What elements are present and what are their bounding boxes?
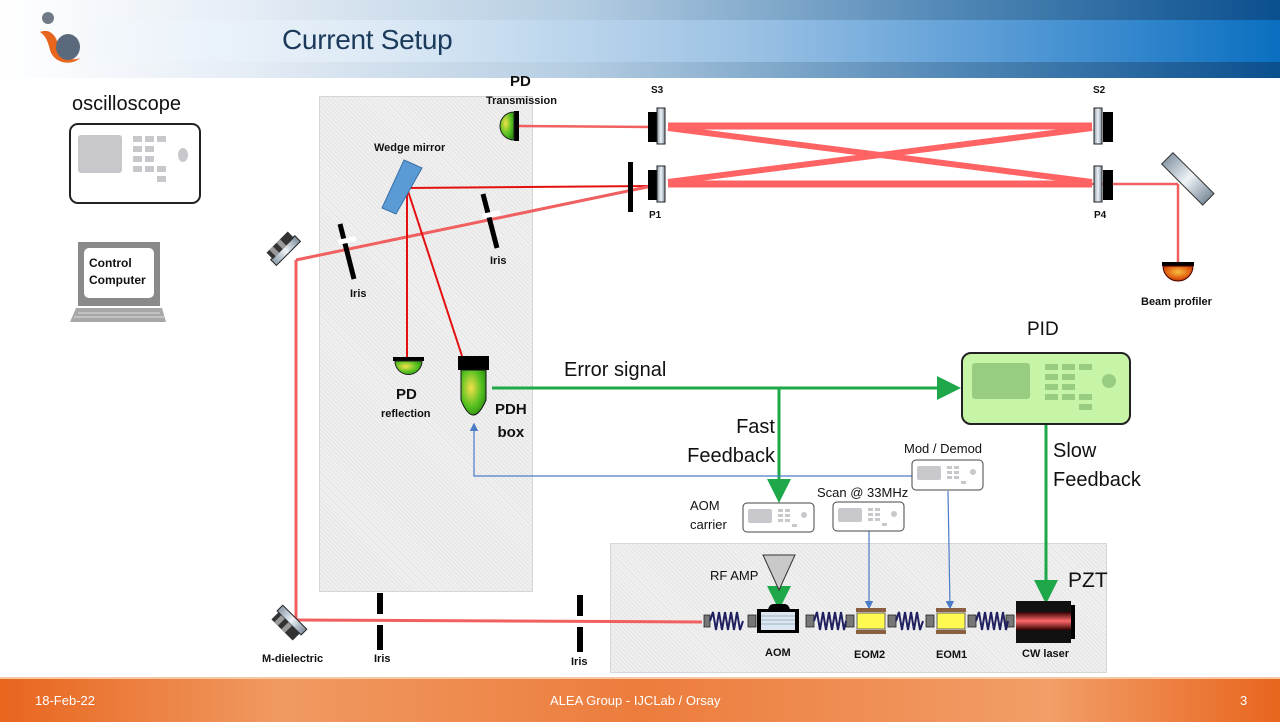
fiber-chain [703,601,1075,643]
iris-p1-icon [628,162,633,212]
scan-label: Scan @ 33MHz [817,485,909,500]
aom-label: AOM [765,647,791,659]
aom-carrier-generator-icon [742,502,815,533]
eom2-icon [856,608,886,634]
eom1-label: EOM1 [936,649,968,661]
beam-p1-s2 [667,125,1093,185]
beam-to-pdh [406,187,463,357]
beam-profiler-label: Beam profiler [1141,296,1212,308]
mod-to-eom1-line [945,490,955,610]
slow-feedback-line1: Slow [1053,440,1097,462]
oscilloscope-label: oscilloscope [72,93,181,115]
pd-transmission-icon [499,111,515,141]
steering-mirror-top-icon [266,231,302,267]
error-signal-label: Error signal [564,359,667,381]
mod-demod-label: Mod / Demod [904,441,983,456]
computer-label: Control Computer [89,255,146,289]
page-title: Current Setup [282,24,453,55]
fiber-coil-4 [975,611,1009,631]
iris-bottom2-label: Iris [571,656,588,668]
fast-feedback-line2: Feedback [687,445,775,467]
pd-reflection-icon [394,360,423,375]
cavity-beams [667,122,1093,188]
iris-center-label: Iris [490,255,507,267]
pdh-box-label: PDH box [495,398,527,444]
aom-icon [757,604,799,633]
slow-feedback-line2: Feedback [1053,469,1141,491]
iris-bottom1-icon [377,593,383,614]
slide-footer: 18-Feb-22 ALEA Group - IJCLab / Orsay 3 [0,677,1280,722]
beam-input [295,184,653,262]
eom2-label: EOM2 [854,649,886,661]
ijclab-logo-icon [40,12,80,63]
fiber-coil-2 [813,611,847,631]
pdh-box-icon [460,369,487,416]
m-dielectric-label: M-dielectric [262,653,324,665]
mirror-p1-icon [648,165,666,203]
beam-bottom [295,618,703,624]
s3-label: S3 [651,85,664,96]
pd-reflection-label: reflection [381,408,431,420]
footer-date: 18-Feb-22 [35,693,95,708]
computer-label-line2: Computer [89,273,146,287]
m-dielectric-icon [271,604,308,641]
eom1-icon [936,608,966,634]
wedge-mirror-label: Wedge mirror [374,142,446,154]
computer-icon [70,242,166,322]
beam-profiler-icon [1162,265,1194,282]
demod-to-pdh-line [469,422,917,477]
mirror-s2-icon [1093,107,1113,145]
iris-left-icon [337,223,357,280]
iris-center-icon [480,193,500,249]
footer-organization: ALEA Group - IJCLab / Orsay [550,693,721,708]
detection-breadboard [319,96,533,592]
iris-left-label: Iris [350,288,367,300]
iris-bottom1-label: Iris [374,653,391,665]
pid-label: PID [1027,319,1059,340]
beam-transmission [517,124,653,129]
s2-label: S2 [1093,85,1106,96]
pdh-box-label-line2: box [497,424,525,441]
scan-generator-icon [832,501,905,532]
oscilloscope-icon [69,123,201,204]
beam-reflection [406,185,653,189]
slow-feedback-label: Slow Feedback [1053,437,1141,495]
fast-feedback-label: Fast Feedback [681,413,775,471]
fold-mirror-icon [1160,151,1215,206]
pd-reflection-title: PD [396,386,417,403]
p4-label: P4 [1094,210,1107,221]
fiber-coil-3 [895,611,924,631]
aom-carrier-line2: carrier [690,517,727,532]
pzt-label: PZT [1068,569,1108,592]
pd-transmission-label: Transmission [486,95,557,107]
iris-bottom2-icon [577,595,583,616]
pd-transmission-title: PD [510,73,531,90]
rf-amp-icon [762,554,796,592]
cw-laser-icon [1016,601,1075,643]
mirror-s3-icon [648,107,666,145]
fast-feedback-line1: Fast [736,416,775,438]
fiber-coil-1 [709,611,744,631]
rf-amp-label: RF AMP [710,568,759,583]
page-number: 3 [1240,693,1248,708]
pid-controller-icon [961,352,1131,425]
computer-label-line1: Control [89,256,132,270]
wedge-mirror-icon [381,159,423,215]
aom-carrier-label: AOM carrier [690,496,727,534]
mirror-p4-icon [1093,165,1113,203]
cw-laser-label: CW laser [1022,648,1070,660]
beam-profiler-cap [1162,262,1194,266]
aom-carrier-line1: AOM [690,498,720,513]
header-band [90,20,1280,62]
p1-label: P1 [649,210,662,221]
mod-demod-generator-icon [911,459,984,491]
pdh-box-label-line1: PDH [495,401,527,418]
